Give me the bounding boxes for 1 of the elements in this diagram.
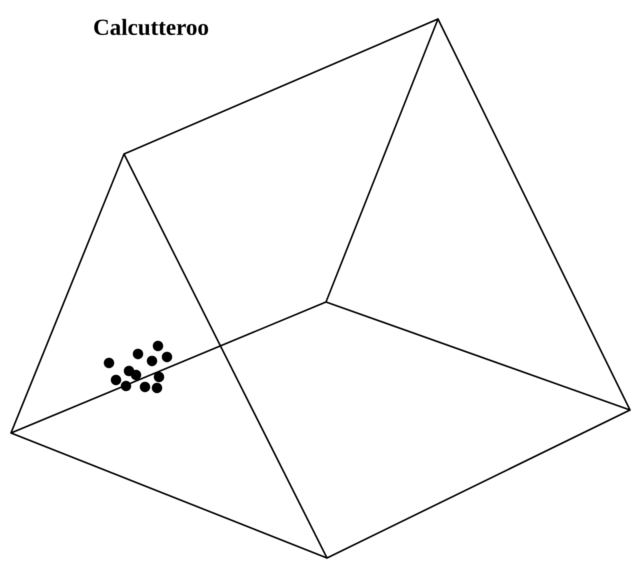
title: Calcutteroo <box>94 18 208 36</box>
